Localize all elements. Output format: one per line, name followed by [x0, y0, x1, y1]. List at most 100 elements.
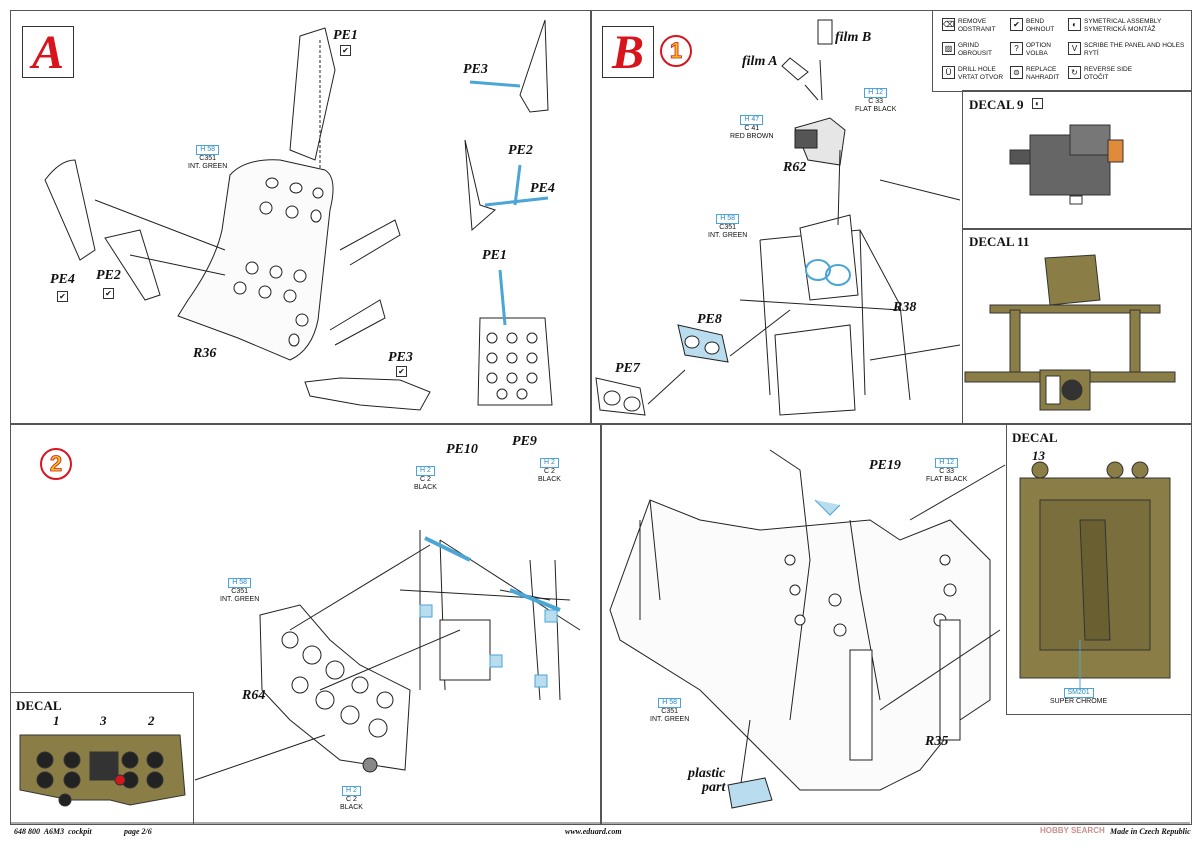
- decal-right-box: [1006, 423, 1192, 715]
- label-pe8: PE8: [697, 312, 722, 327]
- film-a: [781, 57, 809, 81]
- paint-c-r64: H 58 C351 INT. GREEN: [220, 578, 259, 604]
- paint-code: H 58: [228, 578, 252, 588]
- paint-code: H 58: [658, 698, 682, 708]
- decal9-art: [1009, 124, 1124, 205]
- label-pe1-top: PE1: [333, 28, 358, 43]
- label-pe10: PE10: [446, 442, 478, 457]
- decal11-title: DECAL 11: [969, 234, 1030, 249]
- r38-box: [774, 324, 856, 416]
- paint-number: C 2: [346, 796, 357, 803]
- paint-name: BLACK: [340, 804, 363, 811]
- paint-c-pe10: H 2 C 2 BLACK: [414, 466, 437, 492]
- step-b-label: B: [602, 26, 654, 79]
- r62-dark: [794, 129, 818, 149]
- label-r62: R62: [783, 160, 807, 175]
- paint-name: BLACK: [414, 484, 437, 491]
- legend-replace: REPLACE NAHRADIT: [1026, 66, 1060, 81]
- paint-number: C351: [199, 155, 217, 162]
- decal9-box: [962, 90, 1192, 230]
- panel-2: [10, 423, 602, 825]
- footer-site: www.eduard.com: [565, 827, 622, 836]
- paint-name: BLACK: [538, 476, 561, 483]
- seat-belt-left2: [104, 229, 161, 301]
- paint-number: C 2: [544, 468, 555, 475]
- r38-frame: [739, 229, 911, 401]
- paint-code: SM201: [1063, 688, 1094, 698]
- label-r35: R35: [925, 734, 949, 749]
- bend-icon: ✔: [57, 291, 68, 302]
- decal-left-box: [10, 692, 194, 825]
- seat-belt-top: [289, 27, 336, 161]
- paint-a-seat: H 58 C351 INT. GREEN: [188, 145, 227, 171]
- paint-code: H 58: [196, 145, 220, 155]
- footer-page: page 2/6: [124, 827, 152, 836]
- legend-scribe: SCRIBE THE PANEL AND HOLES RYTÍ: [1084, 42, 1185, 57]
- step-b-substep: 1: [660, 35, 692, 67]
- label-pe2-mid: PE2: [508, 143, 533, 158]
- plastic-part: [727, 777, 773, 809]
- decal-left-num-1: 1: [53, 713, 60, 728]
- paint-number: C351: [719, 224, 737, 231]
- decal11-box: [962, 228, 1192, 425]
- seat-belt-bottom: [304, 377, 431, 411]
- footer-made-in: Made in Czech Republic: [1110, 827, 1191, 836]
- step-2-substep: 2: [40, 448, 72, 480]
- legend-box: [932, 10, 1192, 92]
- scribe-icon: V: [1068, 42, 1081, 55]
- panel-a: [10, 10, 592, 425]
- pe7-plate: [595, 377, 646, 416]
- label-pe9: PE9: [512, 434, 537, 449]
- paint-name: SUPER CHROME: [1050, 698, 1108, 705]
- replace-icon: ⊜: [1010, 66, 1023, 79]
- label-plastic-part: plastic part: [688, 766, 726, 795]
- paint-code: H 2: [342, 786, 361, 796]
- legend-bend: BEND OHNOUT: [1026, 18, 1055, 33]
- film-b: [817, 19, 833, 45]
- label-r36: R36: [193, 346, 217, 361]
- decal-left-num-2: 2: [148, 713, 155, 728]
- paint-number: C351: [231, 588, 249, 595]
- label-r38: R38: [893, 300, 917, 315]
- seat-holes: [233, 177, 324, 347]
- label-pe19: PE19: [869, 458, 901, 473]
- bend-icon: ✔: [396, 366, 407, 377]
- decal-left-title: DECAL: [16, 698, 62, 713]
- r64-panel: [259, 604, 411, 771]
- label-film-b: film B: [835, 30, 872, 45]
- paint-name: INT. GREEN: [708, 232, 748, 239]
- paint-number: C 33: [868, 98, 884, 105]
- paint-code: H 12: [935, 458, 959, 468]
- legend-remove: REMOVE ODSTRANIT: [958, 18, 996, 33]
- label-pe7: PE7: [615, 361, 640, 376]
- paint-number: C 33: [939, 468, 955, 475]
- paint-name: INT. GREEN: [220, 596, 260, 603]
- paint-name: RED BROWN: [730, 133, 774, 140]
- paint-name: FLAT BLACK: [855, 106, 897, 113]
- footer-watermark: HOBBY SEARCH: [1040, 826, 1105, 835]
- decal-right-num: 13: [1032, 448, 1045, 463]
- seat-r36: [177, 159, 334, 361]
- seat-mount: [329, 219, 401, 346]
- symmetrical-assembly-icon: ◐: [1032, 98, 1043, 109]
- legend-symmetrical: SYMETRICAL ASSEMBLY SYMETRICKÁ MONTÁŽ: [1084, 18, 1162, 33]
- paint-number: C 41: [744, 125, 760, 132]
- r35-cockpit: [609, 499, 991, 791]
- step-a-label: A: [22, 26, 74, 79]
- decal11-art: [964, 254, 1176, 411]
- decal9-title: DECAL 9: [969, 97, 1024, 112]
- bend-icon: ✔: [1010, 18, 1023, 31]
- footer-product: 648 800 A6M3 cockpit: [14, 827, 92, 836]
- paint-d-r35: H 58 C351 INT. GREEN: [650, 698, 689, 724]
- label-pe2-left: PE2: [96, 268, 121, 283]
- legend-grind: GRIND OBROUSIT: [958, 42, 992, 57]
- label-film-a: film A: [742, 54, 778, 69]
- reverse-side-icon: ↻: [1068, 66, 1081, 79]
- label-pe4-left: PE4: [50, 272, 75, 287]
- drill-hole-icon: Ü: [942, 66, 955, 79]
- paint-code: H 58: [716, 214, 740, 224]
- grind-icon: ▨: [942, 42, 955, 55]
- pe2-bracket: [464, 139, 496, 232]
- bend-icon: ✔: [103, 288, 114, 299]
- decal-right-art: [1019, 461, 1171, 690]
